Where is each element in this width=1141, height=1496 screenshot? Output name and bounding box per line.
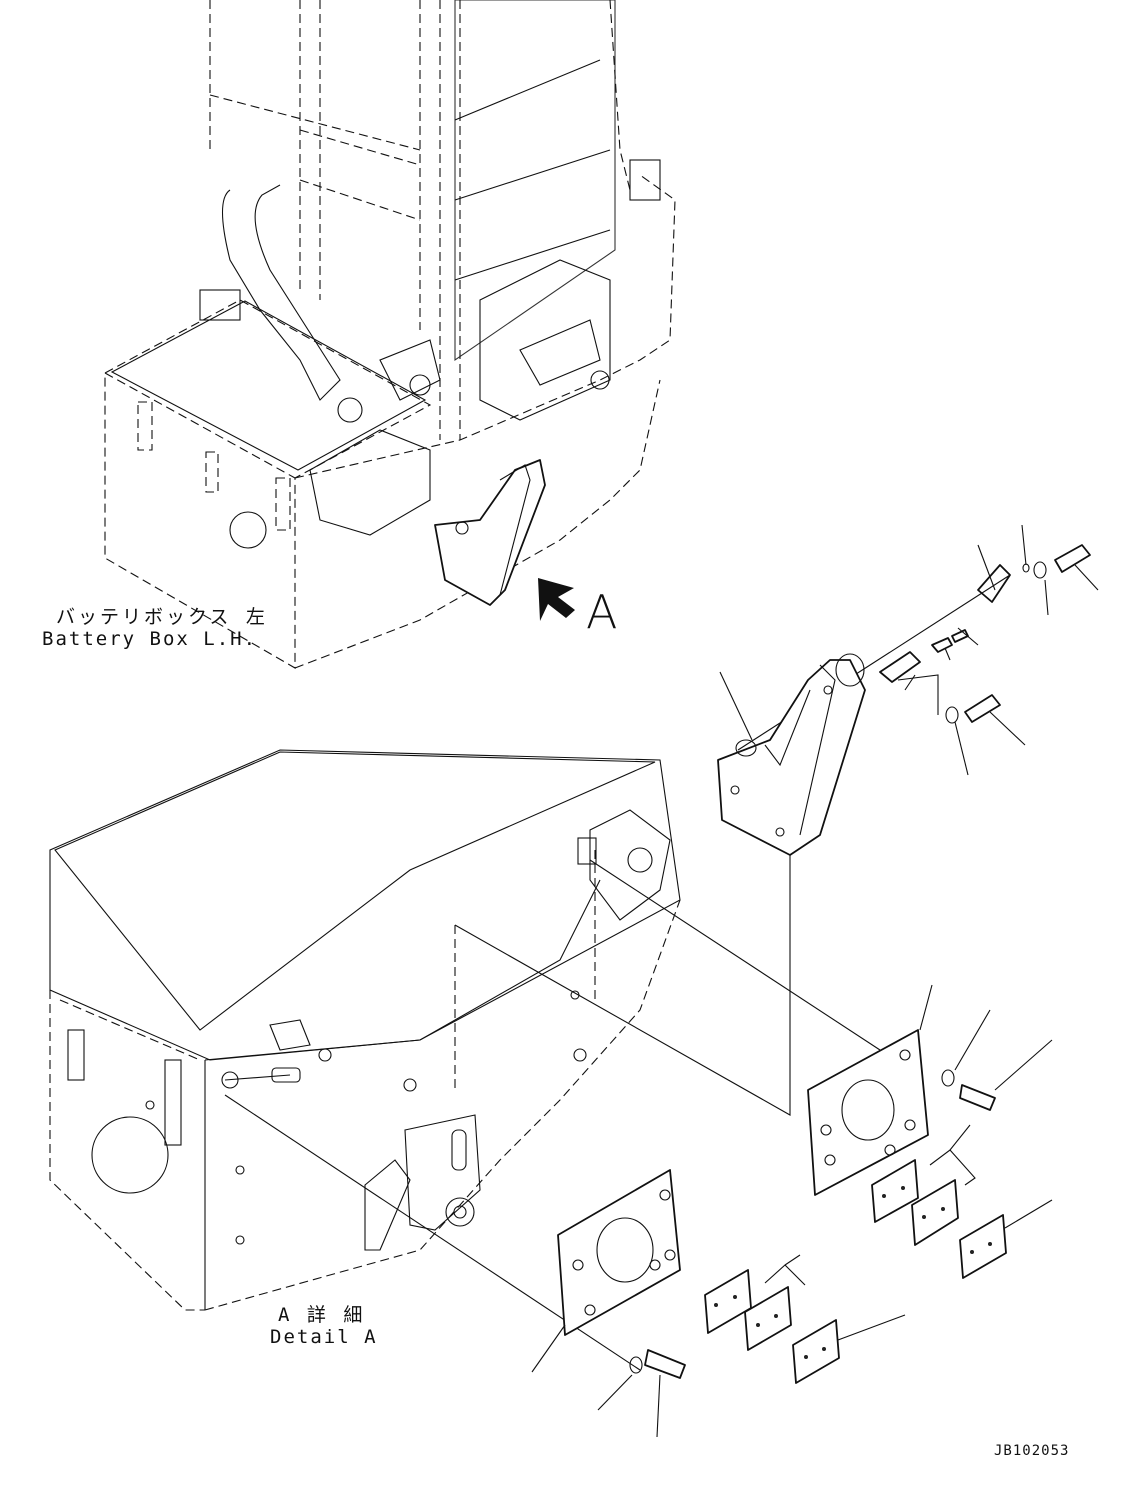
view-letter-a: A <box>586 585 618 639</box>
view-arrow-icon <box>538 578 575 621</box>
detail-a-label-jp: A 詳 細 <box>278 1304 366 1326</box>
overview-machine <box>104 0 676 669</box>
battery-box-label-en: Battery Box L.H. <box>42 628 258 650</box>
detail-a-label-en: Detail A <box>270 1326 378 1348</box>
detail-a-battery-box <box>49 749 681 1311</box>
battery-box-label-jp: バッテリボックス 左 <box>56 606 268 628</box>
drawing-code: JB102053 <box>994 1443 1070 1459</box>
exploded-parts <box>224 524 1099 1438</box>
